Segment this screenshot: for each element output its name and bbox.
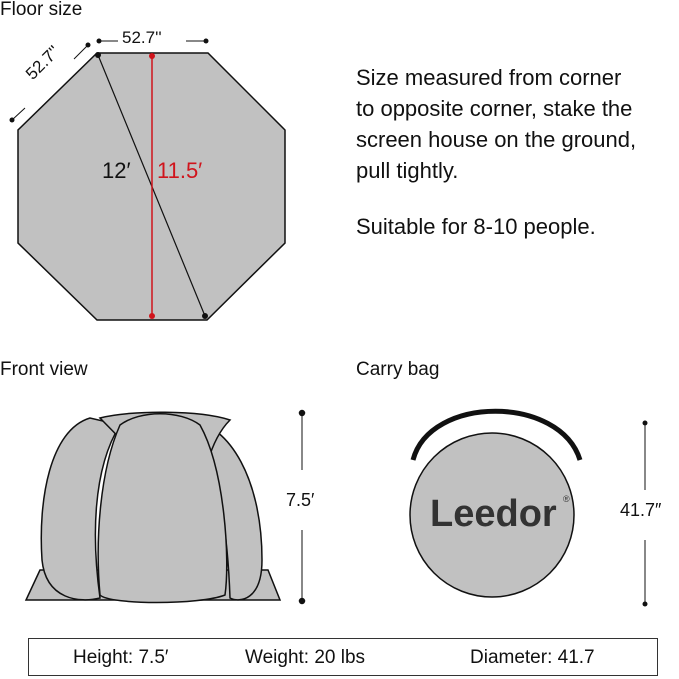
spec-height: Height: 7.5′ [73,647,169,668]
corner-to-corner-length: 12′ [102,158,131,183]
floor-octagon [9,38,286,321]
description-line: to opposite corner, stake the [356,96,633,121]
carry-bag-title: Carry bag [356,359,440,380]
carry-bag [409,408,648,607]
side-to-side-length: 11.5′ [157,158,203,183]
spec-diameter: Diameter: 41.7 [470,647,595,668]
top-side-length: 52.7'' [122,28,162,47]
spec-weight: Weight: 20 lbs [245,647,366,668]
capacity-text: Suitable for 8-10 people. [356,214,596,239]
registered-mark: ® [563,494,570,504]
description-line: Size measured from corner [356,65,622,90]
brand-logo: Leedor [430,493,557,535]
front-view-tent [24,409,306,605]
tent-height-label: 7.5′ [286,490,315,510]
front-view-title: Front view [0,359,88,380]
description-line: screen house on the ground, [356,127,637,152]
specs-box [28,638,658,676]
bag-size-label: 41.7″ [620,500,662,521]
floor-size-title: Floor size [0,0,83,20]
description-line: pull tightly. [356,158,459,183]
